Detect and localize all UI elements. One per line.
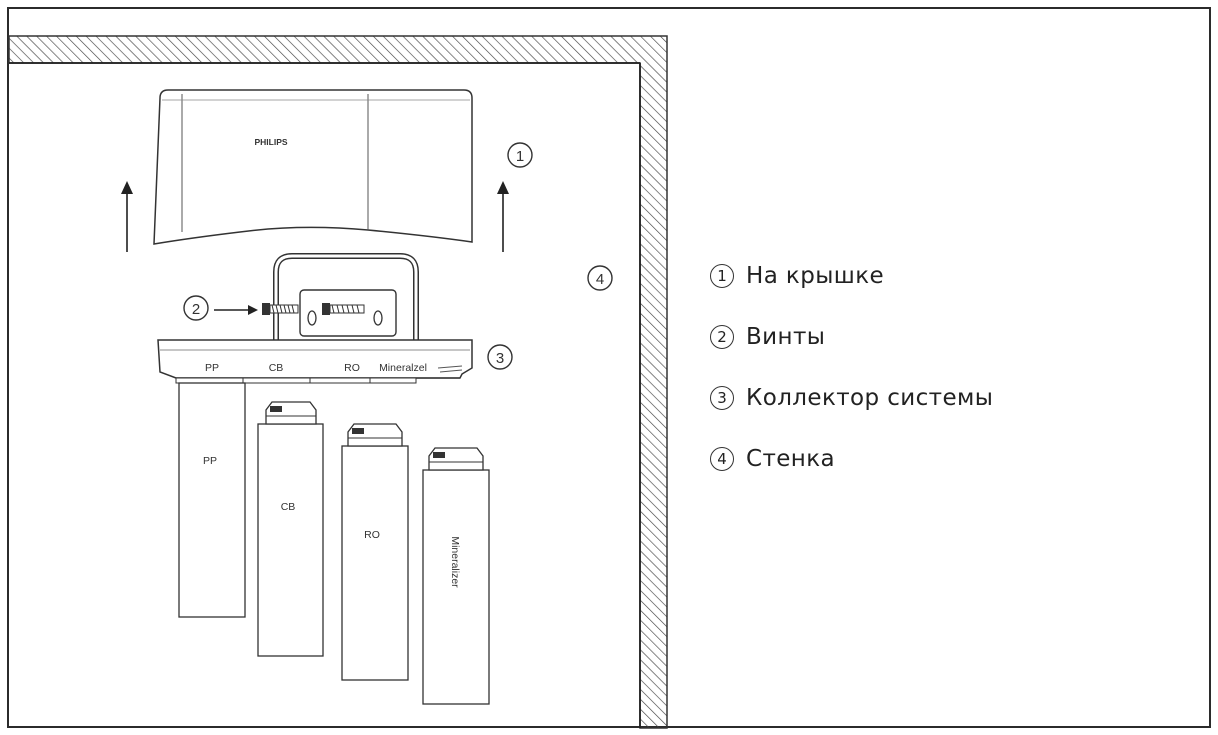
filter-cb: CB bbox=[257, 401, 324, 657]
legend: 1 На крышке 2 Винты 3 Коллектор системы … bbox=[710, 262, 993, 506]
lift-arrow-right bbox=[497, 181, 509, 252]
callout-3: 3 bbox=[487, 344, 513, 370]
wall bbox=[8, 35, 668, 729]
system-manifold: PP CB RO Mineralzel bbox=[157, 339, 473, 384]
filter-pp: PP bbox=[178, 382, 246, 618]
callout-1: 1 bbox=[507, 142, 533, 168]
screw-left bbox=[262, 303, 299, 315]
figure-frame bbox=[7, 7, 1211, 728]
cover: PHILIPS bbox=[153, 89, 473, 245]
legend-text: Винты bbox=[746, 324, 826, 350]
svg-text:4: 4 bbox=[596, 271, 604, 288]
legend-item-cover: 1 На крышке bbox=[710, 262, 993, 290]
legend-item-screws: 2 Винты bbox=[710, 323, 993, 351]
legend-text: Коллектор системы bbox=[746, 385, 994, 411]
callout-2: 2 bbox=[183, 295, 209, 321]
manifold-label-ro: RO bbox=[344, 362, 360, 374]
legend-number: 2 bbox=[710, 325, 734, 349]
screw-right bbox=[322, 303, 365, 315]
legend-number: 4 bbox=[710, 447, 734, 471]
svg-text:3: 3 bbox=[496, 350, 504, 367]
filter-ro: RO bbox=[341, 423, 409, 681]
screw-pointer-arrow bbox=[214, 305, 258, 315]
legend-text: Стенка bbox=[746, 446, 836, 472]
manifold-label-mineralizer: Mineralzel bbox=[379, 362, 427, 374]
legend-text: На крышке bbox=[746, 263, 885, 289]
legend-item-wall: 4 Стенка bbox=[710, 445, 993, 473]
filter-mineralizer: Mineralizer bbox=[422, 447, 490, 705]
lift-arrow-left bbox=[121, 181, 133, 252]
svg-text:Mineralizer: Mineralizer bbox=[449, 536, 461, 588]
legend-number: 1 bbox=[710, 264, 734, 288]
svg-text:PP: PP bbox=[203, 455, 217, 467]
brand-logo: PHILIPS bbox=[254, 137, 287, 147]
svg-text:CB: CB bbox=[281, 501, 296, 513]
svg-text:RO: RO bbox=[364, 529, 380, 541]
legend-number: 3 bbox=[710, 386, 734, 410]
mounting-bracket bbox=[273, 253, 419, 340]
legend-item-manifold: 3 Коллектор системы bbox=[710, 384, 993, 412]
svg-text:2: 2 bbox=[192, 301, 200, 318]
manifold-label-pp: PP bbox=[205, 362, 219, 374]
manifold-label-cb: CB bbox=[269, 362, 284, 374]
svg-text:1: 1 bbox=[516, 148, 524, 165]
callout-4: 4 bbox=[587, 265, 613, 291]
